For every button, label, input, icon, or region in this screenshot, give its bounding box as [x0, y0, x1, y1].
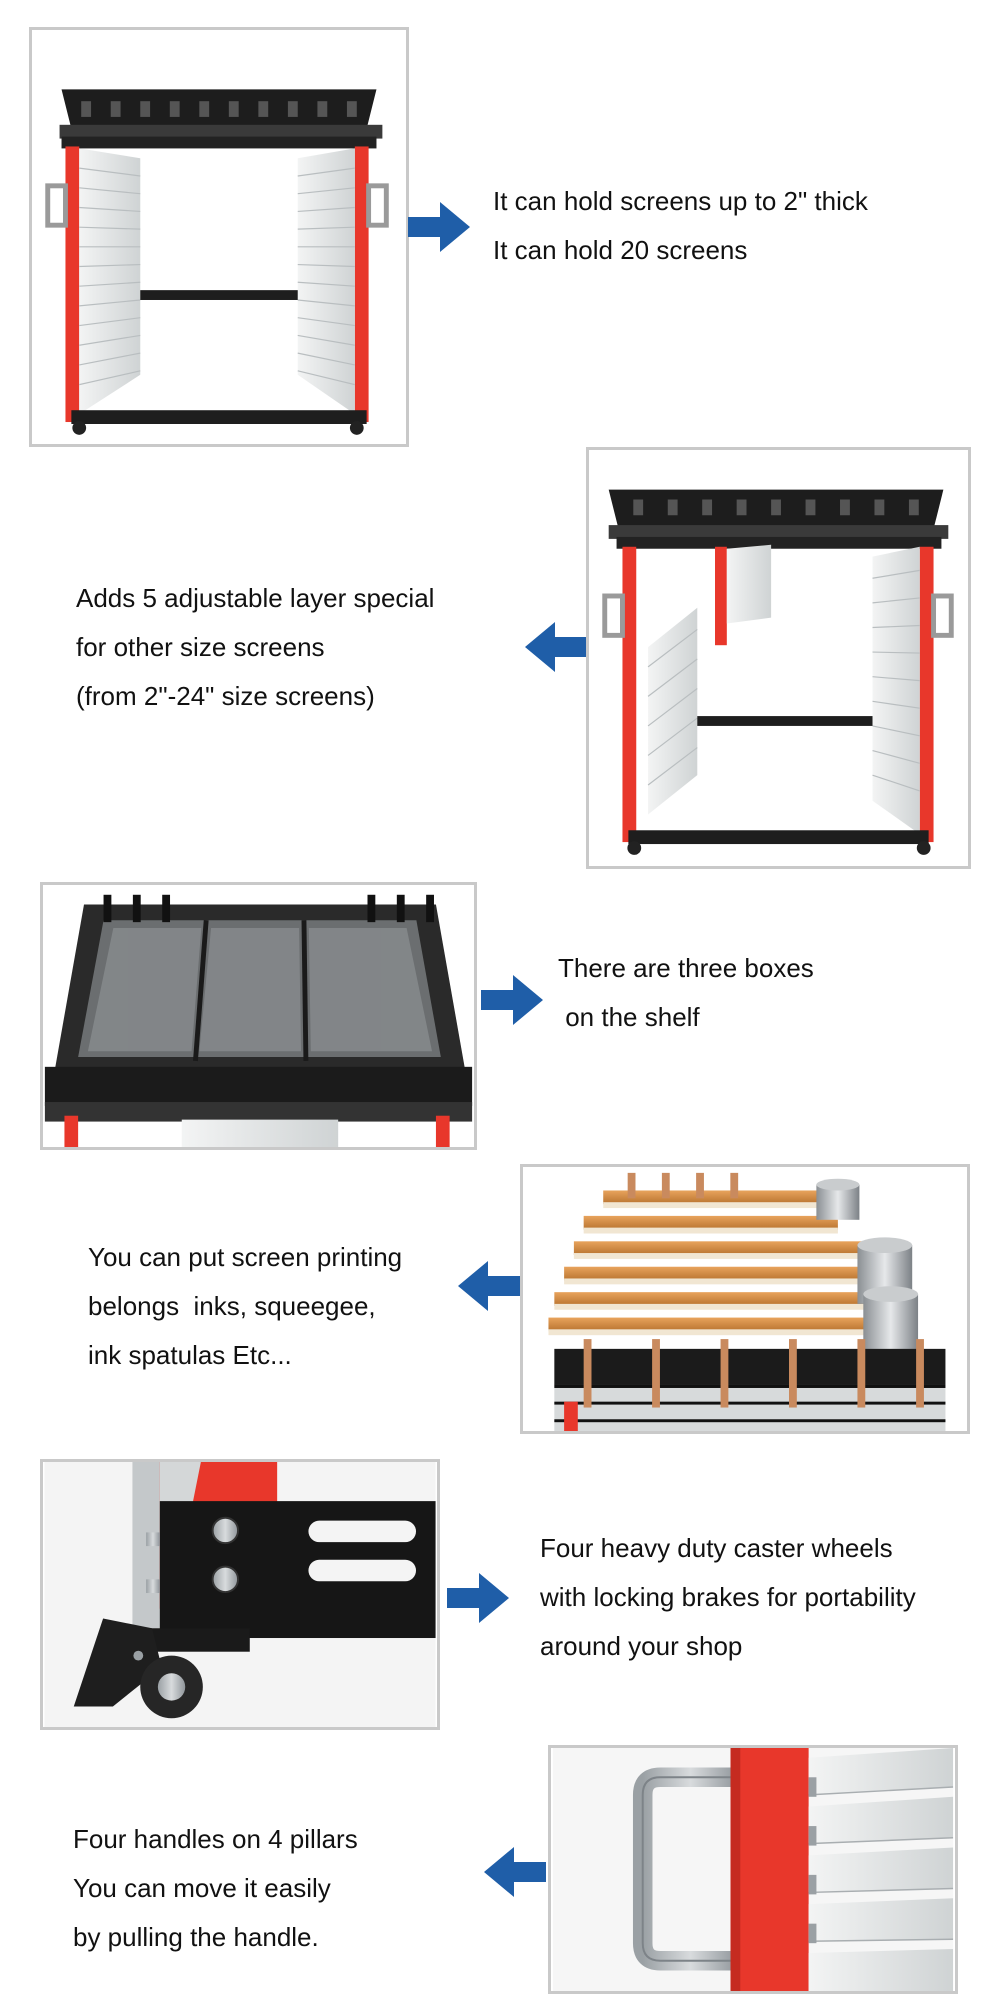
arrow-right-icon	[408, 202, 470, 252]
caption-line: It can hold 20 screens	[493, 235, 748, 265]
arrow-right-icon	[447, 1573, 509, 1623]
section-2-caption: Adds 5 adjustable layer special for othe…	[76, 574, 434, 721]
caption-line: It can hold screens up to 2" thick	[493, 186, 868, 216]
shelf-three-boxes	[40, 882, 477, 1150]
caption-line: by pulling the handle.	[73, 1922, 319, 1952]
arrow-left-icon	[458, 1261, 520, 1311]
caption-line: Four heavy duty caster wheels	[540, 1533, 893, 1563]
shelf-with-squeegees-and-inks	[520, 1164, 970, 1434]
arrow-left-icon	[484, 1847, 546, 1897]
section-5-caption: Four heavy duty caster wheels with locki…	[540, 1524, 916, 1671]
screen-rack-front-view	[29, 27, 409, 447]
caption-line: on the shelf	[558, 1002, 700, 1032]
section-1-caption: It can hold screens up to 2" thick It ca…	[493, 177, 868, 275]
caption-line: (from 2"-24" size screens)	[76, 681, 375, 711]
section-6-caption: Four handles on 4 pillars You can move i…	[73, 1815, 358, 1962]
pillar-handle-closeup	[548, 1745, 958, 1994]
caption-line: Adds 5 adjustable layer special	[76, 583, 435, 613]
caption-line: Four handles on 4 pillars	[73, 1824, 358, 1854]
section-4-caption: You can put screen printing belongs inks…	[88, 1233, 402, 1380]
caption-line: There are three boxes	[558, 953, 814, 983]
caption-line: around your shop	[540, 1631, 743, 1661]
caption-line: for other size screens	[76, 632, 325, 662]
arrow-left-icon	[525, 622, 587, 672]
caption-line: You can move it easily	[73, 1873, 331, 1903]
section-3-caption: There are three boxes on the shelf	[558, 944, 814, 1042]
caption-line: You can put screen printing	[88, 1242, 403, 1272]
screen-rack-adjustable-layers	[586, 447, 971, 869]
caster-wheel-closeup	[40, 1459, 440, 1730]
caption-line: with locking brakes for portability	[540, 1582, 916, 1612]
arrow-right-icon	[481, 975, 543, 1025]
caption-line: belongs inks, squeegee,	[88, 1291, 376, 1321]
caption-line: ink spatulas Etc...	[88, 1340, 292, 1370]
